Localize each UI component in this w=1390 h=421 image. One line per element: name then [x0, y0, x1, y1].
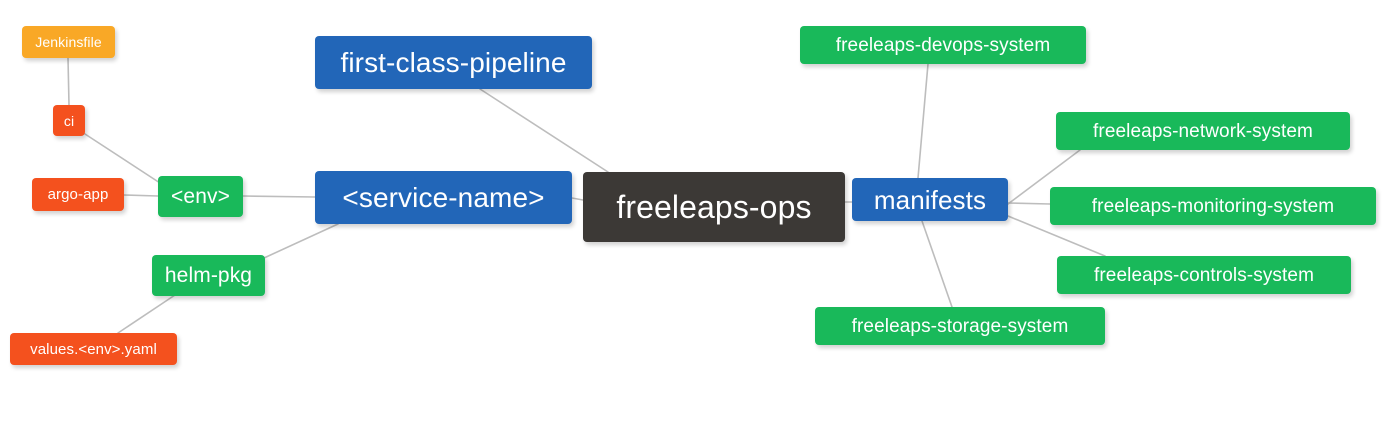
mindmap-node-first-class-pipeline[interactable]: first-class-pipeline [315, 36, 592, 89]
mindmap-node-label: <env> [171, 185, 230, 208]
mindmap-node-label: freeleaps-controls-system [1093, 264, 1315, 286]
mindmap-node-freeleaps-devops-system[interactable]: freeleaps-devops-system [800, 26, 1086, 64]
mindmap-node-freeleaps-controls-system[interactable]: freeleaps-controls-system [1057, 256, 1351, 294]
edge-ci-to-env [84, 133, 161, 184]
mindmap-node-freeleaps-ops[interactable]: freeleaps-ops [583, 172, 845, 242]
edge-service-name-to-freeleaps-ops [571, 197, 584, 201]
mindmap-node-label: freeleaps-monitoring-system [1091, 195, 1335, 217]
mindmap-node-label: first-class-pipeline [340, 46, 567, 78]
mindmap-node-argo-app[interactable]: argo-app [32, 178, 124, 211]
mindmap-node-env[interactable]: <env> [158, 176, 243, 217]
mindmap-node-label: manifests [873, 184, 987, 215]
mindmap-node-freeleaps-monitoring-system[interactable]: freeleaps-monitoring-system [1050, 187, 1376, 225]
mindmap-node-label: <service-name> [342, 181, 545, 213]
edge-manifests-to-freeleaps-storage-system [921, 220, 953, 308]
mindmap-node-service-name[interactable]: <service-name> [315, 171, 572, 224]
edge-manifests-to-freeleaps-monitoring-system [1007, 202, 1051, 205]
edge-jenkinsfile-to-ci [67, 57, 70, 106]
edge-env-to-service-name [242, 195, 316, 198]
mindmap-node-label: freeleaps-storage-system [851, 315, 1069, 337]
mindmap-node-label: helm-pkg [164, 264, 253, 287]
edge-helm-pkg-to-service-name [263, 223, 339, 259]
mindmap-node-freeleaps-storage-system[interactable]: freeleaps-storage-system [815, 307, 1105, 345]
mindmap-node-manifests[interactable]: manifests [852, 178, 1008, 221]
mindmap-node-label: freeleaps-ops [616, 189, 812, 225]
mindmap-node-ci[interactable]: ci [53, 105, 85, 136]
edge-first-class-pipeline-to-freeleaps-ops [479, 88, 609, 173]
mindmap-node-jenkinsfile[interactable]: Jenkinsfile [22, 26, 115, 58]
edge-values-env-yaml-to-helm-pkg [117, 294, 176, 334]
mindmap-node-label: freeleaps-network-system [1093, 120, 1313, 142]
mindmap-node-helm-pkg[interactable]: helm-pkg [152, 255, 265, 296]
mindmap-node-label: ci [63, 112, 75, 129]
mindmap-node-label: freeleaps-devops-system [835, 34, 1051, 56]
edge-argo-app-to-env [123, 194, 159, 197]
mindmap-node-label: Jenkinsfile [35, 34, 102, 50]
mindmap-node-freeleaps-network-system[interactable]: freeleaps-network-system [1056, 112, 1350, 150]
mindmap-node-label: values.<env>.yaml [30, 340, 157, 358]
mindmap-node-label: argo-app [47, 186, 109, 203]
mindmap-node-values-env-yaml[interactable]: values.<env>.yaml [10, 333, 177, 365]
edge-manifests-to-freeleaps-devops-system [917, 63, 929, 179]
